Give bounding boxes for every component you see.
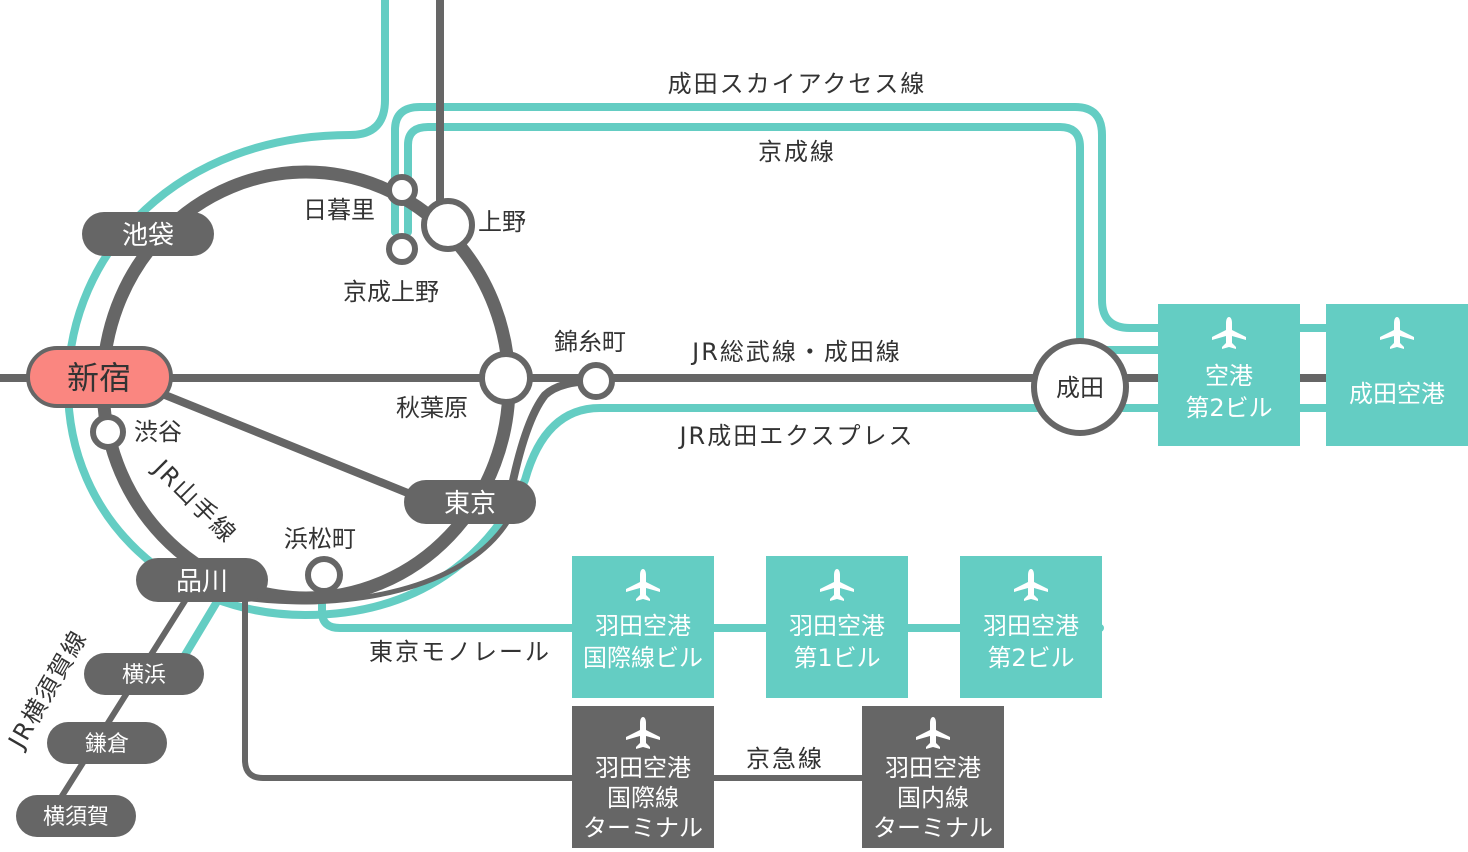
airport-haneda-dom-terminal[interactable]: 羽田空港 国内線 ターミナル [862,706,1004,848]
station-hamamatsucho-marker[interactable] [305,556,343,594]
station-kinshicho-marker[interactable] [577,362,615,400]
airport-label-line: 国際線 [607,784,679,812]
station-tokyo[interactable] [404,480,536,524]
station-kamakura[interactable] [47,722,167,764]
airport-narita-t2[interactable]: 空港 第2ビル [1158,304,1300,446]
label-keisei: 京成線 [758,138,836,166]
airport-label-line: 羽田空港 [595,612,691,640]
airport-haneda-intl-terminal[interactable]: 羽田空港 国際線 ターミナル [572,706,714,848]
line-teal-outer-ring [64,0,1164,619]
station-shibuya-marker[interactable] [90,414,126,450]
label-keikyu: 京急線 [746,745,824,773]
station-keisei-ueno-label: 京成上野 [343,278,439,306]
station-yokosuka-label: 横須賀 [43,805,109,830]
airport-label-line: 国際線ビル [583,644,703,672]
station-hamamatsucho-label: 浜松町 [284,525,356,553]
line-keikyu [242,577,873,781]
station-yokohama-label: 横浜 [122,663,166,688]
airport-label-line: 第2ビル [1185,394,1272,422]
station-akihabara-marker[interactable] [479,351,533,405]
label-narita-sky-access: 成田スカイアクセス線 [668,70,927,98]
airport-label-line: 羽田空港 [885,754,981,782]
airport-label-line: ターミナル [873,814,993,842]
station-shinjuku-label: 新宿 [67,359,131,397]
station-narita-marker[interactable] [1031,338,1129,436]
station-akihabara-label: 秋葉原 [396,394,468,422]
station-shinjuku[interactable]: 新宿 [26,346,173,408]
station-shinagawa[interactable] [136,558,268,602]
station-nippori-label: 日暮里 [303,196,375,224]
station-tokyo-label: 東京 [444,489,496,519]
line-monorail [318,574,1104,632]
station-shibuya-label: 渋谷 [134,418,182,446]
line-sobu-rapid [506,377,600,499]
airport-label-line: 第2ビル [987,644,1074,672]
airport-label-line: 空港 [1205,362,1253,390]
station-narita-label: 成田 [1056,374,1104,402]
airport-narita[interactable]: 成田空港 [1326,304,1468,446]
airport-label-line: ターミナル [583,814,703,842]
station-yokohama[interactable] [84,653,204,695]
airport-haneda-t1[interactable]: 羽田空港 第1ビル [766,556,908,698]
station-ueno-label: 上野 [478,208,526,236]
station-kinshicho-label: 錦糸町 [554,328,626,356]
station-ueno-marker[interactable] [421,198,475,252]
airport-label-line: 羽田空港 [983,612,1079,640]
label-sobu-narita: JR総武線・成田線 [690,338,902,366]
station-nippori-marker[interactable] [386,174,418,206]
line-shinjuku-tokyo [161,391,424,502]
station-kamakura-label: 鎌倉 [85,732,129,757]
airport-label-line: 成田空港 [1349,380,1445,408]
airport-label-line: 羽田空港 [789,612,885,640]
airport-haneda-t2[interactable]: 羽田空港 第2ビル [960,556,1102,698]
station-shinagawa-label: 品川 [176,567,228,597]
airport-label-line: 第1ビル [793,644,880,672]
airport-haneda-intl-bldg[interactable]: 羽田空港 国際線ビル [572,556,714,698]
line-narita-sky-access [391,103,1164,332]
label-narita-express: JR成田エクスプレス [677,422,914,450]
station-keisei-ueno-marker[interactable] [386,233,418,265]
line-yokosuka-gray [47,582,198,818]
station-ikebukuro[interactable] [82,212,214,256]
airport-label-line: 羽田空港 [595,754,691,782]
station-ikebukuro-label: 池袋 [122,221,174,251]
airport-label-line: 国内線 [897,784,969,812]
label-monorail: 東京モノレール [369,638,551,666]
station-yokosuka[interactable] [16,795,136,837]
